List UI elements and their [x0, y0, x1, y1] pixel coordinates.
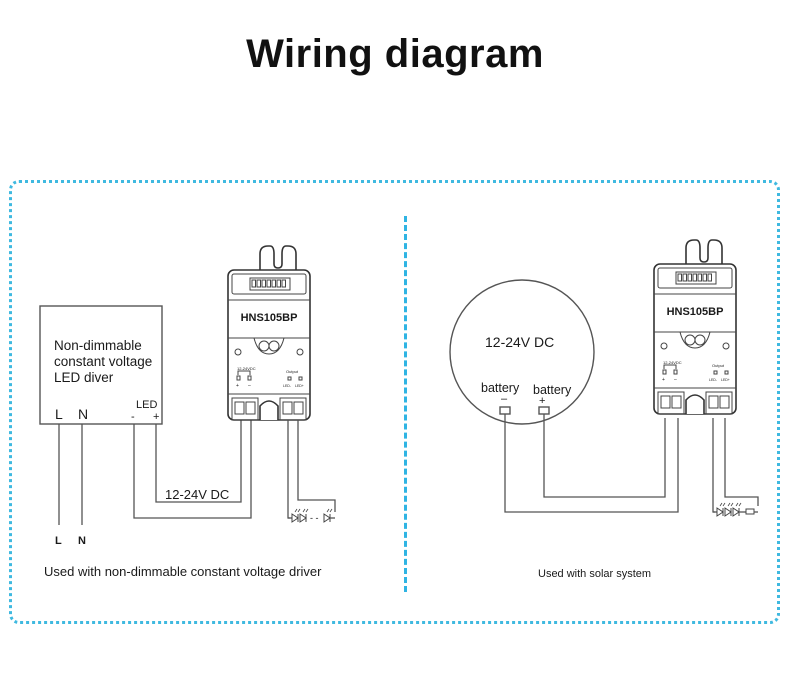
led-chain-right [713, 502, 759, 518]
device-output-label: Output [286, 369, 299, 374]
device-output-led-minus: LED- [709, 378, 718, 382]
dc-minus-wire [133, 418, 252, 519]
device-output-led-plus: LED+ [295, 384, 304, 388]
dc-plus-wire [155, 418, 242, 503]
page-title: Wiring diagram [246, 32, 544, 76]
battery-minus-terminal [499, 406, 511, 415]
right-wiring-diagram: 12-24V DC battery – battery + HNS105BP 1… [449, 239, 759, 580]
diagram-frame [9, 180, 780, 624]
led-chain-left: - - [288, 508, 336, 524]
led-output-wire [287, 420, 336, 519]
led-driver-box [39, 305, 163, 425]
battery-minus-label: battery [481, 381, 520, 395]
device-input-minus: – [248, 383, 251, 389]
battery-plus-wire [543, 414, 666, 498]
device-input-plus: + [236, 383, 239, 389]
device-input-label: 12-24VDC [237, 366, 256, 371]
solar-voltage-label: 12-24V DC [485, 334, 554, 350]
dc-voltage-label: 12-24V DC [165, 487, 229, 502]
device-output-led-plus: LED+ [721, 378, 730, 382]
driver-terminal-n: N [78, 406, 88, 422]
driver-led-label: LED [136, 399, 157, 411]
battery-minus-wire [504, 414, 679, 513]
solar-source-circle [449, 279, 595, 425]
driver-terminal-l: L [55, 406, 63, 422]
section-divider [404, 216, 407, 592]
battery-plus-terminal [538, 406, 550, 415]
battery-minus-sign: – [501, 393, 508, 405]
device-output-led-minus: LED- [283, 384, 292, 388]
hns105bp-device-right: HNS105BP 12-24VDC + – Output LED- LED+ [653, 239, 737, 415]
device-model-label: HNS105BP [667, 306, 724, 318]
left-caption: Used with non-dimmable constant voltage … [44, 564, 322, 579]
device-output-label: Output [712, 363, 725, 368]
driver-led-plus: + [153, 411, 159, 423]
driver-led-minus: - [131, 411, 135, 423]
left-wiring-diagram: Non-dimmable constant voltage LED diver … [39, 245, 336, 579]
driver-label-line-3: LED diver [54, 370, 114, 385]
led-end-resistor-icon [745, 508, 755, 515]
device-model-label: HNS105BP [241, 312, 298, 324]
driver-label-line-2: constant voltage [54, 354, 152, 369]
battery-plus-sign: + [539, 395, 545, 407]
right-caption: Used with solar system [538, 568, 651, 580]
led-chain-separator: - - [310, 513, 319, 523]
hns105bp-device-left: HNS105BP 12-24VDC + – Output LED- LED+ [227, 245, 311, 421]
device-input-label: 12-24VDC [663, 360, 682, 365]
battery-plus-label: battery [533, 383, 572, 397]
led-output-wire-right [712, 418, 759, 513]
mains-n-label: N [78, 535, 86, 547]
driver-label-line-1: Non-dimmable [54, 338, 142, 353]
device-input-minus: – [674, 377, 677, 383]
mains-l-label: L [55, 535, 62, 547]
device-input-plus: + [662, 377, 665, 383]
